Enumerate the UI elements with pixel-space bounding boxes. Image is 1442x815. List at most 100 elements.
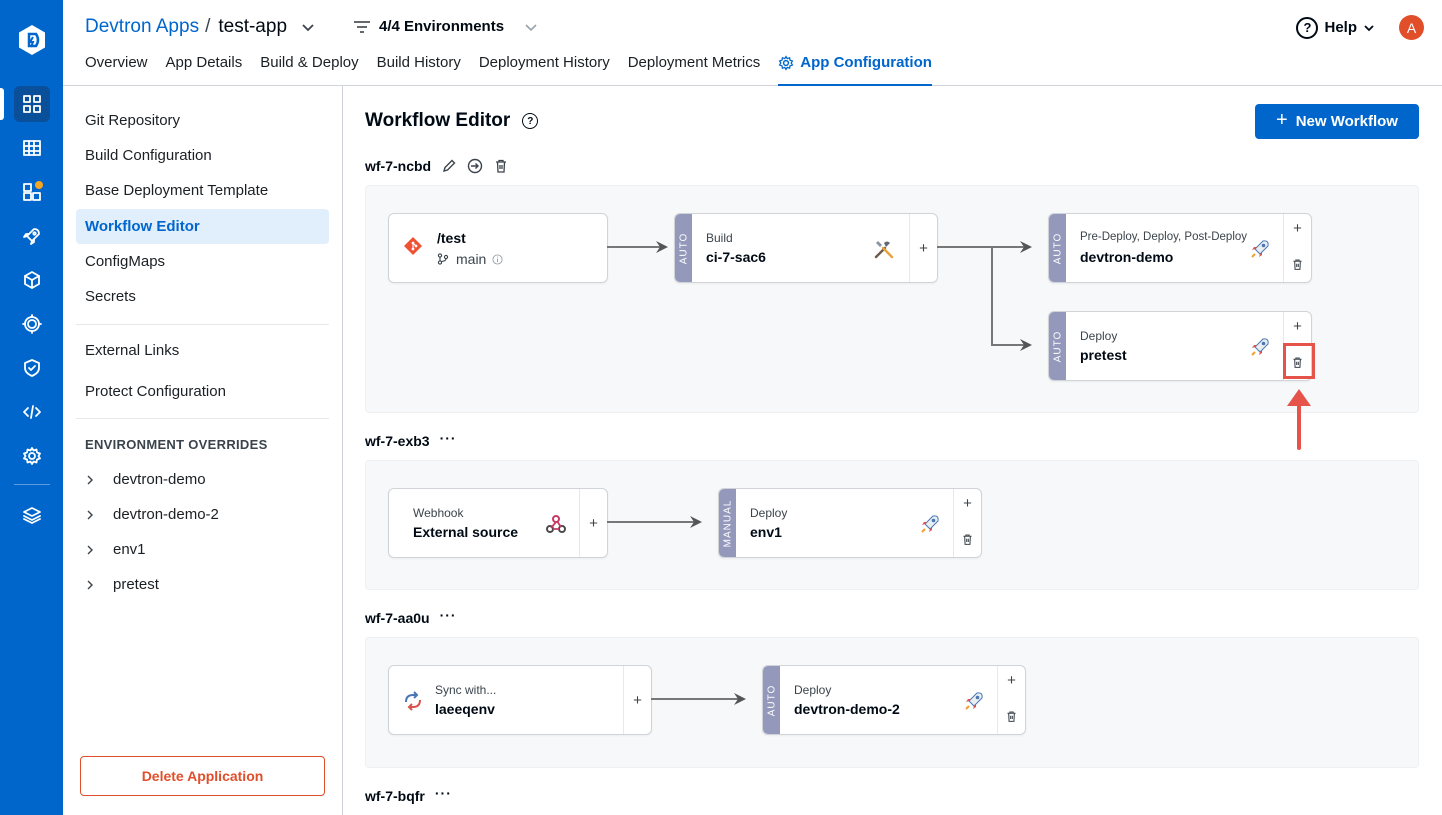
build-ci-node[interactable]: AUTO Build ci-7-sac6 + bbox=[674, 213, 938, 283]
add-cd-button[interactable]: + bbox=[623, 666, 651, 734]
env-override-devtron-demo[interactable]: devtron-demo bbox=[85, 471, 206, 488]
info-icon[interactable] bbox=[492, 253, 503, 265]
stack-layers-icon[interactable] bbox=[14, 497, 50, 533]
chart-store-icon[interactable] bbox=[14, 174, 50, 210]
cd-node-env1[interactable]: MANUAL Deploy env1 + bbox=[718, 488, 982, 558]
nav-workflow-editor[interactable]: Workflow Editor bbox=[76, 209, 329, 244]
devtron-logo-icon[interactable] bbox=[14, 22, 50, 58]
env-override-label: devtron-demo bbox=[113, 471, 206, 488]
breadcrumb-devtron-apps-link[interactable]: Devtron Apps bbox=[85, 16, 200, 37]
deploy-rocket-icon bbox=[965, 692, 983, 710]
sync-node-name: laeeqenv bbox=[435, 701, 495, 717]
cd-node-actions: + bbox=[997, 666, 1025, 734]
tab-deployment-history[interactable]: Deployment History bbox=[478, 54, 610, 71]
resource-browser-icon[interactable] bbox=[14, 130, 50, 166]
help-menu[interactable]: ? Help bbox=[1296, 16, 1375, 39]
cd-node-label: Pre-Deploy, Deploy, Post-Deploy bbox=[1080, 231, 1248, 243]
cd-node-actions: + bbox=[953, 489, 981, 557]
tab-build-history[interactable]: Build History bbox=[376, 54, 461, 71]
workflow-editor-main: Workflow Editor ? + New Workflow wf-7-nc… bbox=[344, 86, 1442, 815]
add-after-cd-button[interactable]: + bbox=[963, 495, 972, 512]
nav-protect-configuration[interactable]: Protect Configuration bbox=[85, 383, 226, 400]
add-cd-button[interactable]: + bbox=[909, 214, 937, 282]
code-icon[interactable] bbox=[14, 394, 50, 430]
cd-node-devtron-demo[interactable]: AUTO Pre-Deploy, Deploy, Post-Deploy dev… bbox=[1048, 213, 1312, 283]
add-after-cd-button[interactable]: + bbox=[1293, 318, 1302, 335]
new-workflow-button[interactable]: + New Workflow bbox=[1255, 104, 1419, 139]
page-title-text: Workflow Editor bbox=[365, 110, 511, 131]
env-override-env1[interactable]: env1 bbox=[85, 541, 146, 558]
chevron-right-icon bbox=[87, 580, 93, 589]
delete-trash-icon[interactable] bbox=[493, 158, 509, 174]
gear-icon bbox=[778, 55, 794, 71]
nav-git-repository[interactable]: Git Repository bbox=[85, 112, 181, 129]
add-after-cd-button[interactable]: + bbox=[1293, 220, 1302, 237]
nav-secrets[interactable]: Secrets bbox=[85, 288, 136, 305]
settings-gear-icon[interactable] bbox=[14, 438, 50, 474]
nav-base-deployment-template[interactable]: Base Deployment Template bbox=[85, 182, 269, 199]
add-after-cd-button[interactable]: + bbox=[1007, 672, 1016, 689]
workflow-name: wf-7-aa0u ··· bbox=[365, 607, 457, 626]
nav-build-configuration[interactable]: Build Configuration bbox=[85, 147, 212, 164]
sync-source-node[interactable]: Sync with... laeeqenv + bbox=[388, 665, 652, 735]
bug-icon[interactable] bbox=[14, 306, 50, 342]
env-override-pretest[interactable]: pretest bbox=[85, 576, 159, 593]
workflow-canvas: Sync with... laeeqenv + AUTO Deploy devt… bbox=[365, 637, 1419, 768]
cd-node-label: Deploy bbox=[750, 506, 788, 520]
security-shield-icon[interactable] bbox=[14, 350, 50, 386]
edit-pencil-icon[interactable] bbox=[441, 158, 457, 174]
env-override-label: devtron-demo-2 bbox=[113, 506, 219, 523]
help-question-icon: ? bbox=[1296, 16, 1319, 39]
cd-node-label: Deploy bbox=[1080, 329, 1118, 343]
deployment-rocket-icon[interactable] bbox=[14, 218, 50, 254]
rail-active-indicator bbox=[0, 88, 4, 120]
delete-trash-icon[interactable] bbox=[1005, 710, 1018, 723]
annotation-highlight-box bbox=[1283, 343, 1315, 379]
delete-trash-icon[interactable] bbox=[1291, 356, 1304, 369]
tab-deployment-metrics[interactable]: Deployment Metrics bbox=[627, 54, 761, 71]
tab-app-configuration-label: App Configuration bbox=[800, 54, 932, 71]
cd-node-name: devtron-demo-2 bbox=[794, 701, 900, 717]
git-icon bbox=[404, 237, 422, 255]
add-cd-button[interactable]: + bbox=[579, 489, 607, 557]
page-title: Workflow Editor ? bbox=[365, 110, 539, 132]
nav-configmaps[interactable]: ConfigMaps bbox=[85, 253, 166, 270]
workflow-canvas: Webhook External source + MANUAL Deploy … bbox=[365, 460, 1419, 590]
delete-trash-icon[interactable] bbox=[961, 533, 974, 546]
environment-selector-label: 4/4 Environments bbox=[379, 18, 505, 35]
deploy-rocket-icon bbox=[1251, 338, 1269, 356]
more-options-icon[interactable]: ··· bbox=[434, 785, 452, 801]
more-options-icon[interactable]: ··· bbox=[439, 607, 457, 623]
more-options-icon[interactable]: ··· bbox=[439, 430, 457, 446]
tab-build-deploy[interactable]: Build & Deploy bbox=[260, 54, 359, 71]
env-override-devtron-demo-2[interactable]: devtron-demo-2 bbox=[85, 506, 219, 523]
cd-node-pretest[interactable]: AUTO Deploy pretest + bbox=[1048, 311, 1312, 381]
cd-trigger-type: AUTO bbox=[1049, 214, 1066, 282]
delete-application-button[interactable]: Delete Application bbox=[80, 756, 325, 796]
environment-selector[interactable]: 4/4 Environments bbox=[353, 18, 538, 35]
nav-external-links[interactable]: External Links bbox=[85, 342, 180, 359]
cube-icon[interactable] bbox=[14, 262, 50, 298]
env-override-label: env1 bbox=[113, 541, 146, 558]
workflow-name: wf-7-bqfr ··· bbox=[365, 785, 452, 804]
webhook-node-label: Webhook bbox=[413, 506, 464, 520]
plus-icon: + bbox=[1276, 109, 1288, 131]
git-source-node[interactable]: /test main bbox=[388, 213, 608, 283]
breadcrumb: Devtron Apps / test-app bbox=[85, 16, 315, 38]
tab-app-details[interactable]: App Details bbox=[165, 54, 243, 71]
tab-app-configuration[interactable]: App Configuration bbox=[778, 54, 932, 86]
user-avatar[interactable]: A bbox=[1399, 15, 1424, 40]
cd-node-devtron-demo-2[interactable]: AUTO Deploy devtron-demo-2 + bbox=[762, 665, 1026, 735]
workflow-name-text: wf-7-aa0u bbox=[365, 610, 430, 626]
applications-grid-icon[interactable] bbox=[14, 86, 50, 122]
breadcrumb-app-name: test-app bbox=[218, 16, 288, 37]
delete-trash-icon[interactable] bbox=[1291, 258, 1304, 271]
webhook-source-node[interactable]: Webhook External source + bbox=[388, 488, 608, 558]
chevron-down-icon bbox=[525, 23, 537, 31]
cd-node-actions: + bbox=[1283, 214, 1311, 282]
help-question-icon[interactable]: ? bbox=[522, 113, 539, 129]
app-switcher-chevron-down-icon[interactable] bbox=[301, 20, 315, 34]
cd-trigger-type: AUTO bbox=[1049, 312, 1066, 380]
tab-overview[interactable]: Overview bbox=[85, 54, 148, 71]
change-source-icon[interactable] bbox=[467, 158, 483, 174]
